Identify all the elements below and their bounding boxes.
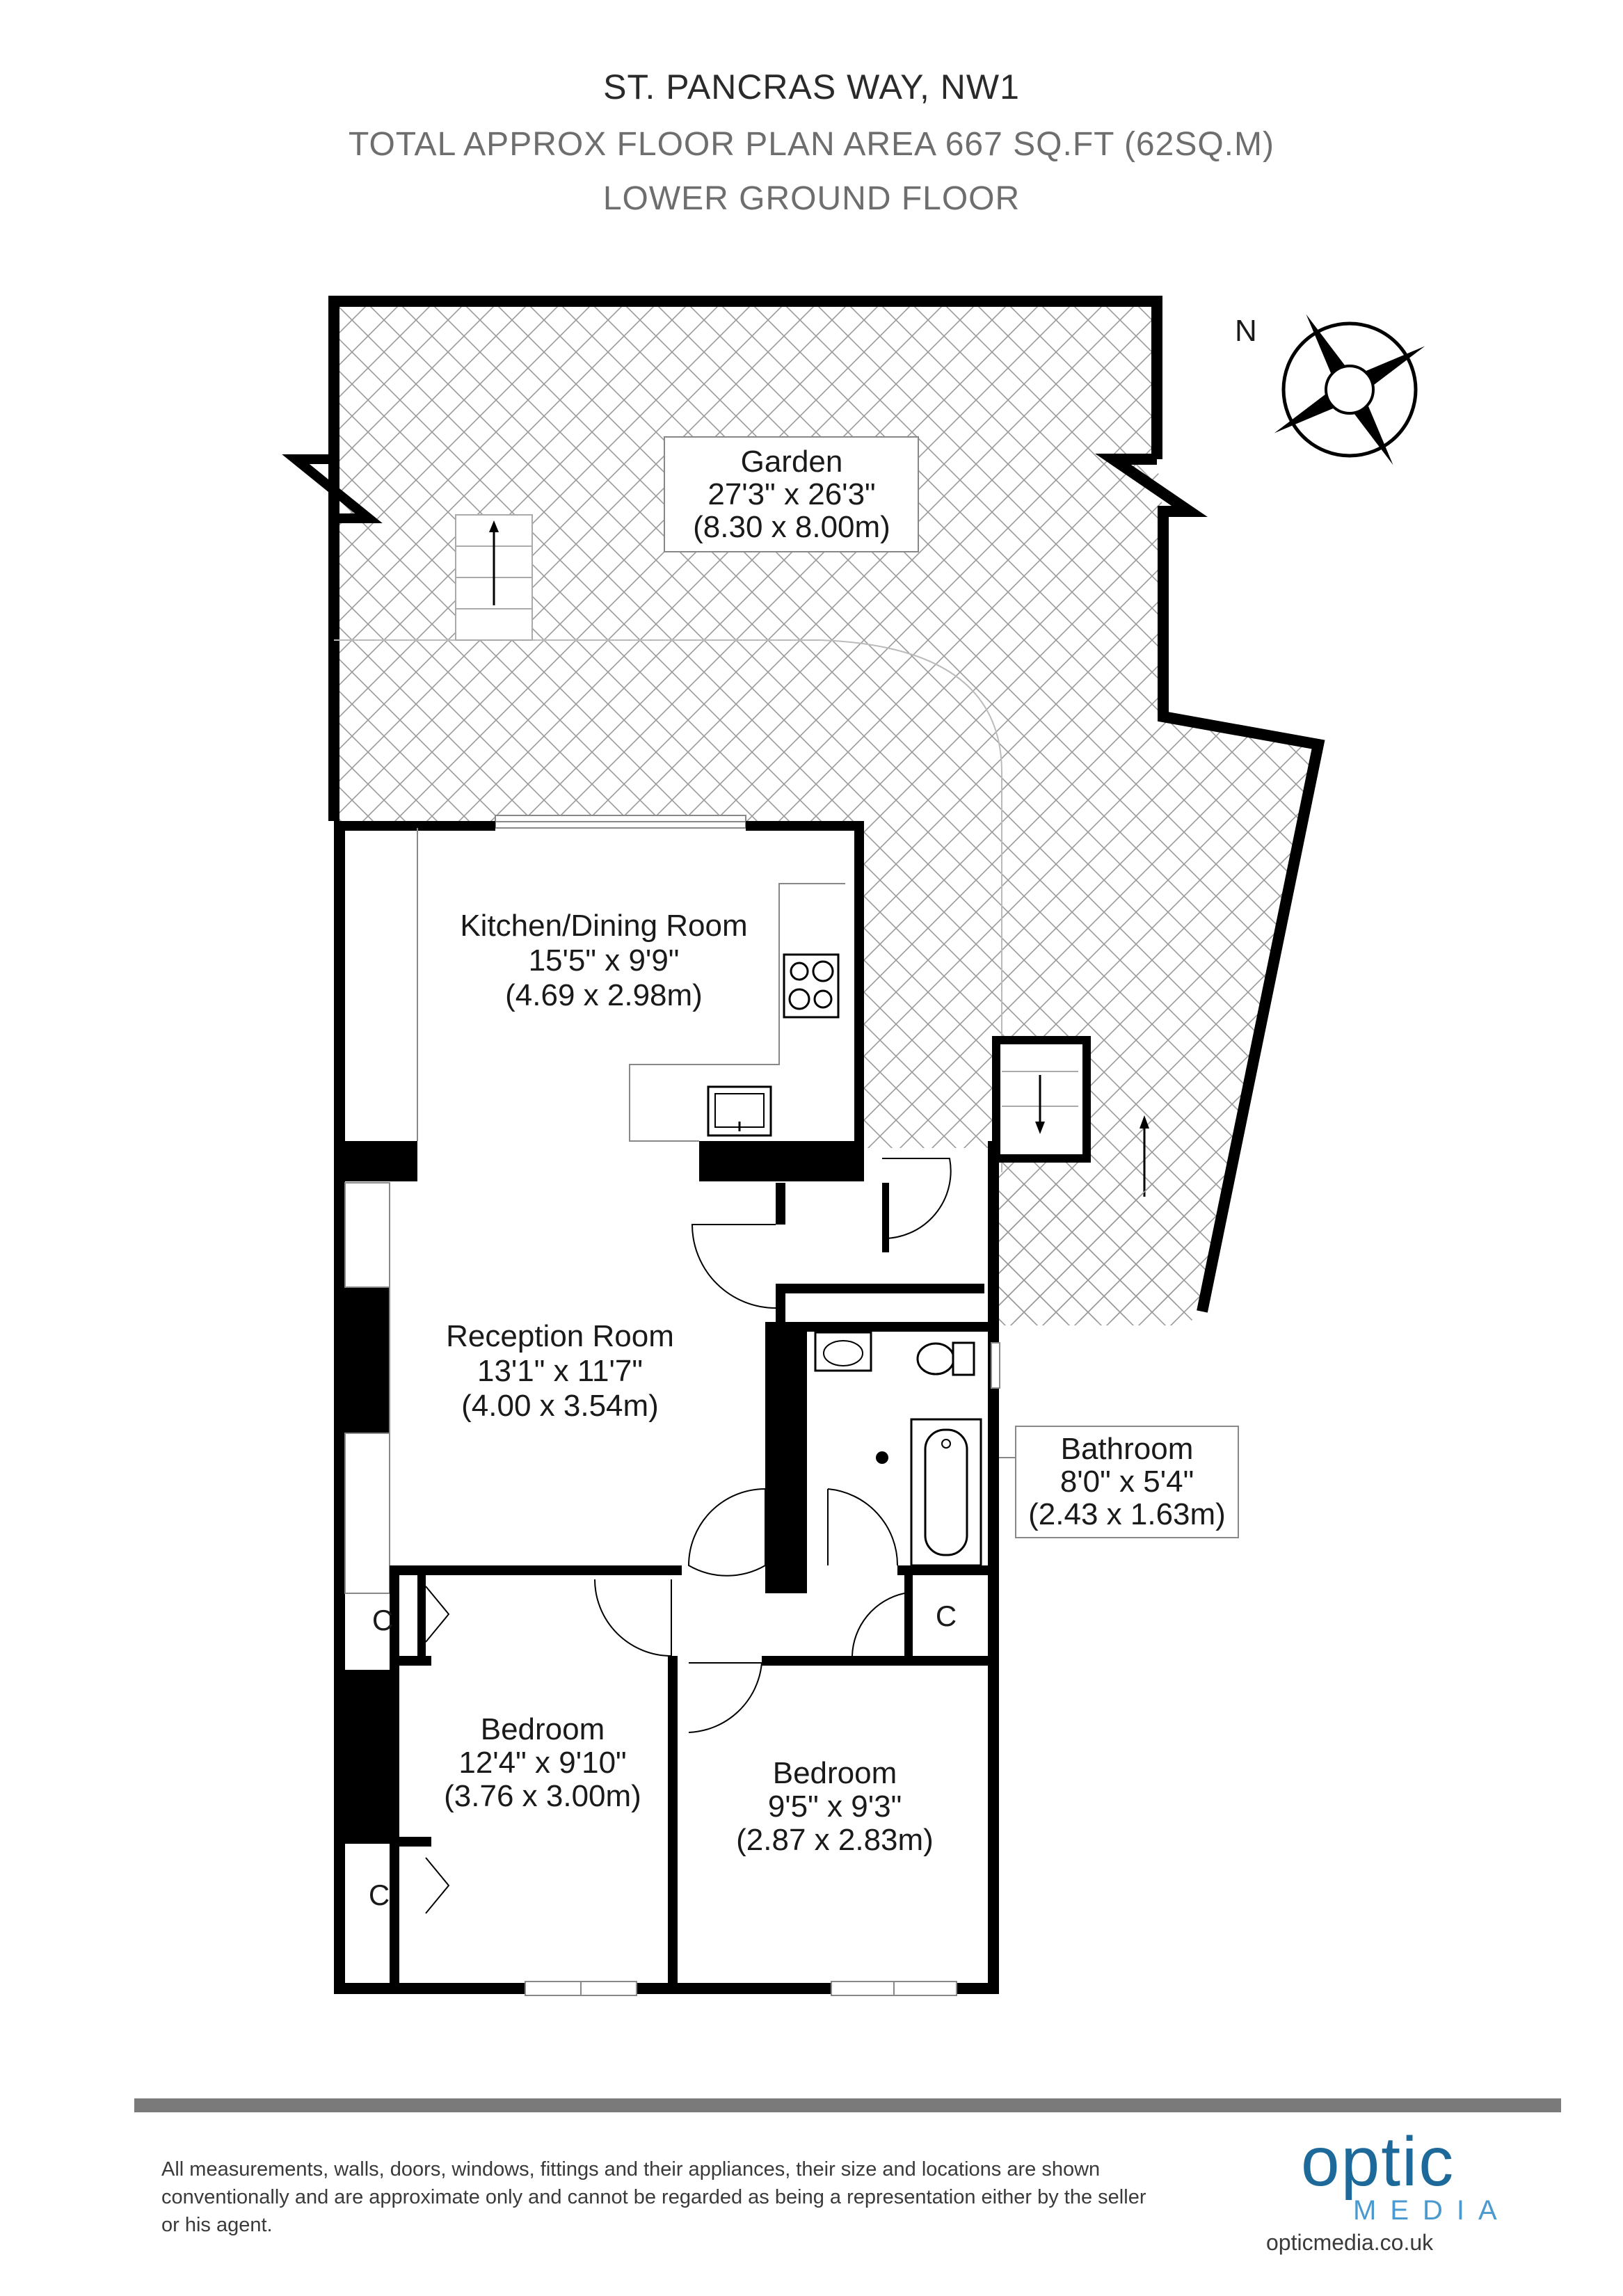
bathroom-metric: (2.43 x 1.63m) <box>1028 1497 1226 1531</box>
floor-name: LOWER GROUND FLOOR <box>602 180 1021 217</box>
garden-wall <box>328 296 1162 821</box>
bedroom2-name: Bedroom <box>773 1756 897 1790</box>
reception-metric: (4.00 x 3.54m) <box>461 1389 659 1423</box>
garden-imperial: 27'3" x 26'3" <box>707 477 875 511</box>
garden-inner-line <box>334 639 1002 1172</box>
garden-wall-right-notch <box>1095 454 1325 1313</box>
hall-walls <box>390 1183 995 1990</box>
garden-steps <box>455 514 533 641</box>
lightwell-steps <box>992 1036 1149 1197</box>
disclaimer-text: All measurements, walls, doors, windows,… <box>161 2158 1146 2236</box>
reception-window <box>344 1182 390 1594</box>
kitchen-imperial: 15'5" x 9'9" <box>529 943 680 978</box>
cupboard-label: C <box>369 1879 390 1911</box>
logo-website-link[interactable]: opticmedia.co.uk <box>1266 2230 1434 2255</box>
bathtub-icon <box>910 1418 982 1567</box>
kitchen-metric: (4.69 x 2.98m) <box>505 978 703 1012</box>
bathroom-imperial: 8'0" x 5'4" <box>1060 1465 1194 1499</box>
bedroom2-imperial: 9'5" x 9'3" <box>768 1789 902 1824</box>
cupboard-label: C <box>936 1600 957 1632</box>
kitchen-worktop <box>417 828 845 1142</box>
garden-label-box <box>664 436 919 552</box>
bedroom1-name: Bedroom <box>481 1712 605 1746</box>
hob-icon <box>783 953 840 1019</box>
bedroom-window <box>525 1981 957 1996</box>
cupboard-label: C <box>372 1604 393 1636</box>
reception-imperial: 13'1" x 11'7" <box>477 1354 643 1388</box>
garden-name: Garden <box>741 445 843 479</box>
bathroom-label-box <box>1015 1426 1239 1538</box>
bedroom2-metric: (2.87 x 2.83m) <box>736 1823 934 1857</box>
bedroom1-imperial: 12'4" x 9'10" <box>458 1746 626 1780</box>
lightwell-area <box>999 1183 1207 1322</box>
bathroom-window <box>991 1342 1000 1389</box>
property-address: ST. PANCRAS WAY, NW1 <box>603 67 1020 106</box>
door-swings <box>425 1158 952 1914</box>
flat-walls <box>334 821 1085 1994</box>
toilet-icon <box>916 1341 975 1376</box>
garden-metric: (8.30 x 8.00m) <box>693 510 890 544</box>
compass-rose-icon <box>1274 314 1425 465</box>
reception-name: Reception Room <box>446 1319 674 1353</box>
logo-media-text: MEDIA <box>1353 2195 1511 2226</box>
logo-optic-text: optic <box>1301 2123 1455 2201</box>
bathroom-light-fitting <box>876 1451 888 1464</box>
flat-interior <box>344 824 991 1976</box>
kitchen-window <box>495 815 746 829</box>
bedroom1-metric: (3.76 x 3.00m) <box>444 1779 641 1813</box>
sink-icon <box>707 1085 772 1137</box>
bathroom-name: Bathroom <box>1061 1432 1194 1466</box>
compass-north-label: N <box>1235 314 1257 348</box>
footer-divider <box>134 2098 1561 2112</box>
total-floor-area: TOTAL APPROX FLOOR PLAN AREA 667 SQ.FT (… <box>349 126 1274 163</box>
basin-icon <box>814 1331 872 1372</box>
garden-wall-left-notch <box>282 454 383 523</box>
optic-media-logo: optic MEDIA opticmedia.co.uk <box>1252 2122 1530 2268</box>
kitchen-name: Kitchen/Dining Room <box>460 909 747 943</box>
